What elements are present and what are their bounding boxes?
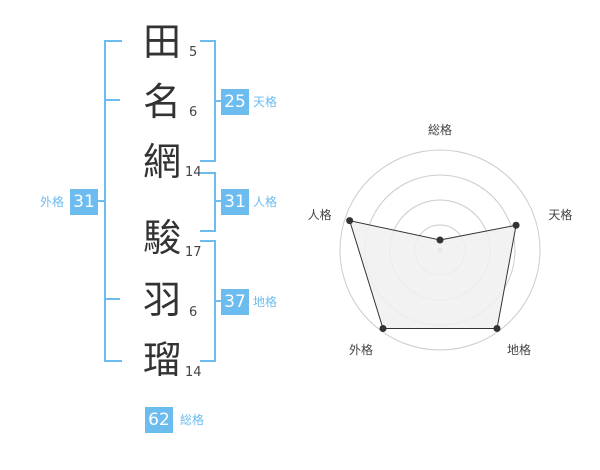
character-4: 駿 (142, 216, 181, 260)
gaikaku-tick-2 (104, 298, 120, 300)
stroke-count-3: 14 (185, 165, 202, 180)
gaikaku-badge: 31 (70, 189, 98, 215)
radar-point-3 (379, 324, 387, 332)
gaikaku-tick-1 (104, 99, 120, 101)
character-1: 田 (142, 20, 181, 64)
radar-axis-label-0: 総格 (428, 122, 452, 137)
radar-point-2 (493, 324, 501, 332)
jinkaku-label: 人格 (253, 195, 278, 209)
chikaku-badge: 37 (221, 289, 249, 315)
chikaku-connector (214, 300, 222, 302)
chikaku-label: 地格 (253, 295, 278, 309)
radar-ring-4 (339, 149, 541, 351)
stroke-count-1: 5 (189, 45, 198, 60)
soukaku-label: 総格 (180, 413, 205, 427)
tenkaku-connector (214, 100, 222, 102)
gaikaku-connector (98, 200, 106, 202)
tenkaku-label: 天格 (253, 95, 278, 109)
radar-point-1 (512, 221, 520, 229)
character-3: 網 (142, 140, 181, 184)
gaikaku-bracket (104, 40, 122, 362)
character-2: 名 (142, 80, 181, 124)
soukaku-badge: 62 (145, 407, 173, 433)
stroke-count-2: 6 (189, 105, 198, 120)
character-5: 羽 (142, 278, 181, 322)
stroke-count-5: 6 (189, 305, 198, 320)
radar-axis-label-4: 人格 (308, 207, 332, 222)
radar-axis-label-3: 外格 (349, 342, 373, 357)
radar-area (348, 219, 517, 329)
radar-point-4 (346, 217, 354, 225)
radar-point-0 (436, 236, 444, 244)
stroke-count-4: 17 (185, 245, 202, 260)
character-6: 瑠 (142, 338, 181, 382)
tenkaku-badge: 25 (221, 89, 249, 115)
jinkaku-bracket (200, 172, 216, 232)
radar-axis-label-2: 地格 (507, 342, 531, 357)
jinkaku-connector (214, 200, 222, 202)
jinkaku-badge: 31 (221, 189, 249, 215)
radar-axis-label-1: 天格 (548, 207, 572, 222)
stroke-count-6: 14 (185, 365, 202, 380)
gaikaku-label: 外格 (40, 195, 65, 209)
